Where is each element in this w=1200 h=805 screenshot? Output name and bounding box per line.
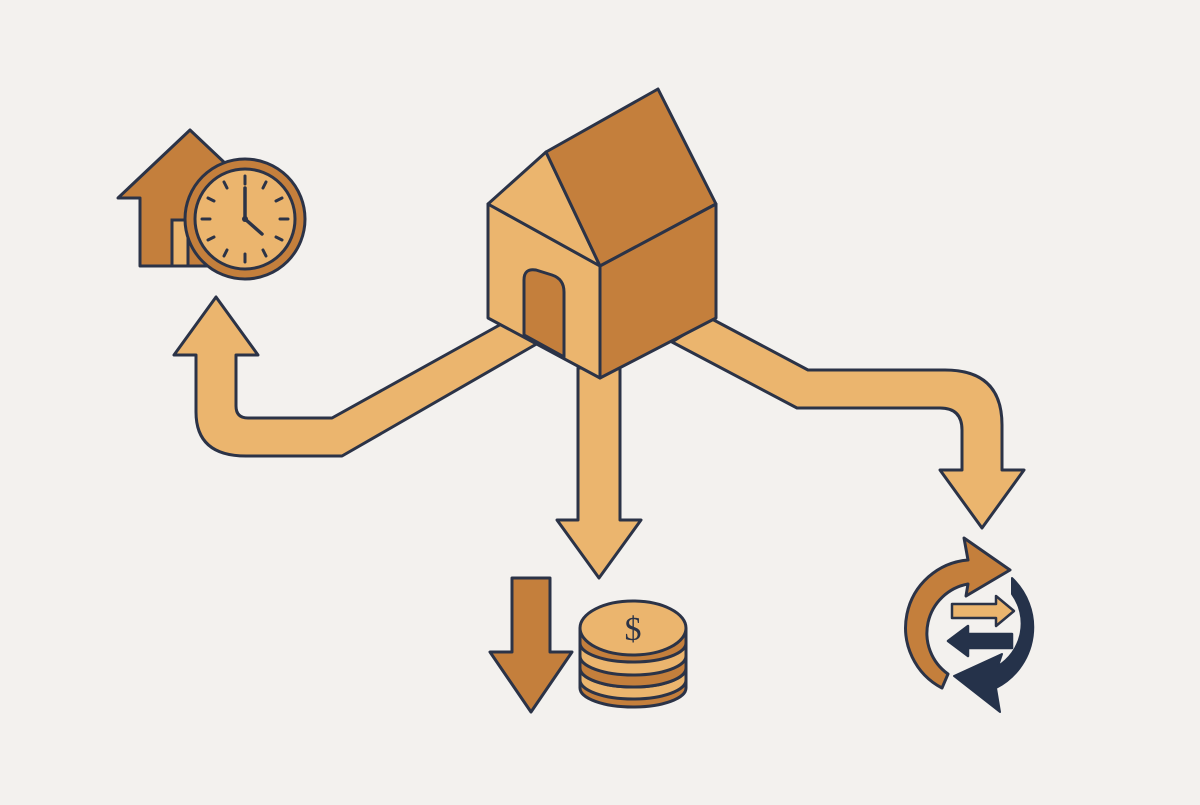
clock-icon — [183, 157, 307, 281]
exchange-cycle-icon — [904, 536, 1035, 713]
arrow-up-left-icon — [172, 295, 542, 458]
house-box-icon — [486, 87, 718, 380]
arrow-down-middle-icon — [555, 366, 643, 580]
down-arrow-coins-icon: $ — [488, 576, 688, 714]
coin-stack-icon: $ — [578, 599, 688, 709]
dollar-symbol: $ — [625, 611, 642, 648]
down-arrow-icon — [488, 576, 574, 714]
house-clock-icon — [116, 128, 307, 281]
arrow-down-right-icon — [670, 316, 1026, 530]
